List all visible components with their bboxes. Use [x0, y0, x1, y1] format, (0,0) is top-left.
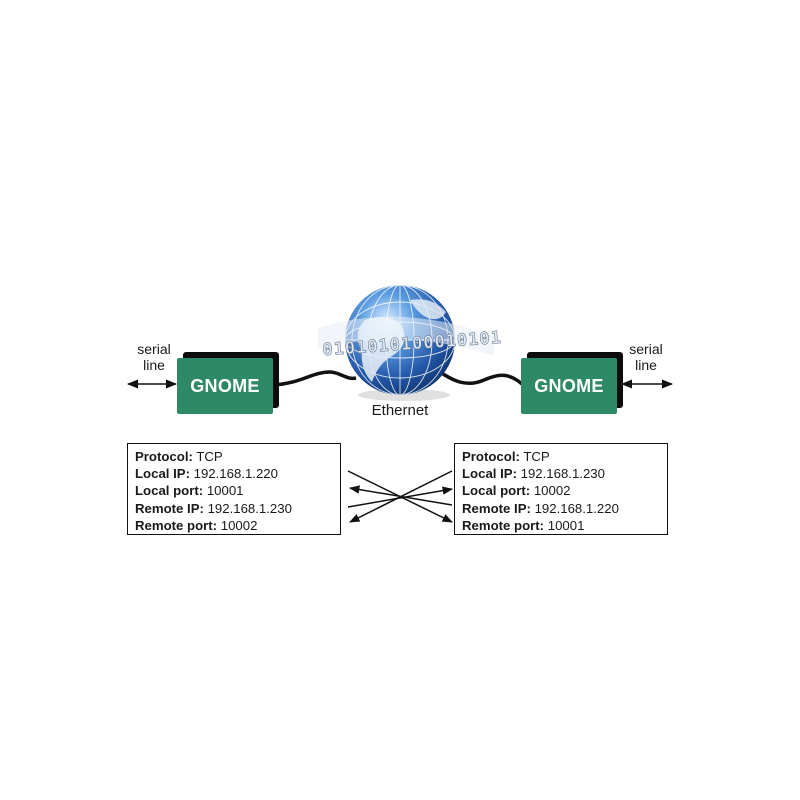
- left-serial-line1: serial: [137, 341, 171, 357]
- config-row: Local IP: 192.168.1.230: [462, 466, 605, 482]
- config-row: Remote port: 10002: [135, 517, 258, 533]
- left-device-label: GNOME: [177, 358, 273, 414]
- right-serial-line1: serial: [629, 341, 663, 357]
- config-row: Local IP: 192.168.1.220: [135, 466, 278, 482]
- config-row: Protocol: TCP: [135, 449, 223, 464]
- left-config-box: Protocol: TCP Local IP: 192.168.1.220 Lo…: [127, 443, 341, 535]
- config-row: Local port: 10001: [135, 483, 244, 499]
- right-serial-label: serial line: [618, 341, 674, 373]
- left-serial-line2: line: [143, 357, 165, 373]
- right-gnome-device: GNOME: [521, 352, 623, 414]
- right-serial-line2: line: [635, 357, 657, 373]
- left-gnome-device: GNOME: [177, 352, 279, 414]
- config-row: Remote IP: 192.168.1.220: [462, 500, 619, 516]
- config-row: Remote IP: 192.168.1.230: [135, 500, 292, 516]
- globe-icon: 0101010100010101: [318, 285, 503, 401]
- config-row: Protocol: TCP: [462, 449, 550, 464]
- left-serial-label: serial line: [126, 341, 182, 373]
- right-cable: [439, 370, 524, 386]
- cross-arrow-left-to-right-2: [347, 486, 454, 508]
- cross-arrow-right-to-left-2: [348, 485, 453, 506]
- right-device-label: GNOME: [521, 358, 617, 414]
- config-row: Local port: 10002: [462, 483, 571, 499]
- config-row: Remote port: 10001: [462, 517, 585, 533]
- ethernet-label: Ethernet: [371, 402, 429, 419]
- binary-ribbon: 0101010100010101: [318, 316, 503, 361]
- left-cable: [271, 370, 357, 387]
- right-config-box: Protocol: TCP Local IP: 192.168.1.230 Lo…: [454, 443, 668, 535]
